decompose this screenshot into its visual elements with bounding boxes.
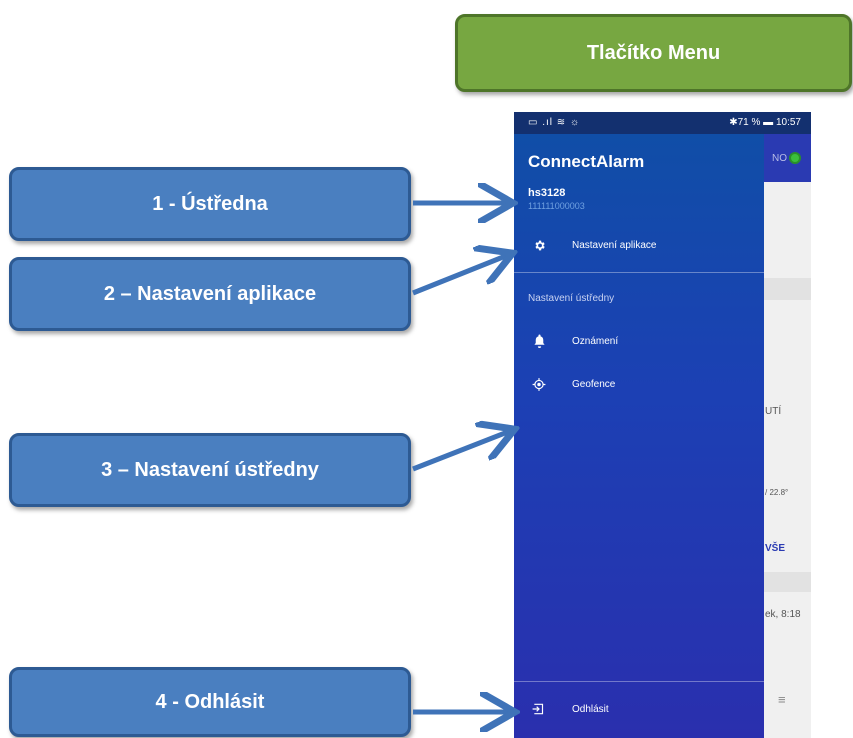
background-text: UTÍ bbox=[765, 406, 782, 417]
menu-item-notifications[interactable]: Oznámení bbox=[514, 327, 764, 355]
navigation-drawer: ConnectAlarm hs3128 111111000003 Nastave… bbox=[514, 112, 764, 738]
callout-logout: 4 - Odhlásit bbox=[9, 667, 411, 737]
menu-item-app-settings[interactable]: Nastavení aplikace bbox=[514, 231, 764, 259]
callout-menu-label: Tlačítko Menu bbox=[586, 41, 721, 64]
menu-item-label: Oznámení bbox=[572, 335, 619, 347]
arrow-app-settings bbox=[412, 255, 508, 296]
background-app bbox=[764, 112, 811, 738]
callout-panel-label: 1 - Ústředna bbox=[152, 192, 268, 215]
callout-panel-settings: 3 – Nastavení ústředny bbox=[9, 433, 411, 507]
divider bbox=[514, 681, 764, 682]
callout-panel-settings-label: 3 – Nastavení ústředny bbox=[101, 458, 319, 481]
status-dot-icon bbox=[789, 152, 801, 164]
callout-menu-button: Tlačítko Menu bbox=[455, 14, 852, 92]
status-battery-time: ✱71 % ▬ 10:57 bbox=[729, 117, 801, 128]
status-icons: ▭ .ıl ≋ ☼ bbox=[528, 117, 581, 128]
background-strip bbox=[764, 572, 811, 592]
callout-app-settings: 2 – Nastavení aplikace bbox=[9, 257, 411, 331]
logout-icon bbox=[532, 702, 546, 716]
menu-item-label: Nastavení aplikace bbox=[572, 239, 657, 251]
menu-item-label: Odhlásit bbox=[572, 703, 609, 715]
background-status-text: NO bbox=[772, 153, 787, 164]
callout-logout-label: 4 - Odhlásit bbox=[155, 690, 265, 713]
menu-item-logout[interactable]: Odhlásit bbox=[514, 695, 764, 723]
panel-name[interactable]: hs3128 bbox=[528, 187, 566, 199]
gear-icon bbox=[532, 238, 546, 252]
menu-item-label: Geofence bbox=[572, 378, 616, 390]
background-strip bbox=[764, 278, 811, 300]
background-app-header: NO bbox=[764, 134, 811, 182]
callout-app-settings-label: 2 – Nastavení aplikace bbox=[103, 282, 317, 305]
panel-id: 111111000003 bbox=[528, 201, 585, 211]
menu-item-geofence[interactable]: Geofence bbox=[514, 370, 764, 398]
background-text[interactable]: VŠE bbox=[765, 543, 786, 554]
section-header: Nastavení ústředny bbox=[528, 293, 615, 304]
status-bar: ▭ .ıl ≋ ☼ ✱71 % ▬ 10:57 bbox=[514, 112, 811, 134]
divider bbox=[514, 272, 764, 273]
bell-icon bbox=[532, 334, 546, 348]
callout-panel: 1 - Ústředna bbox=[9, 167, 411, 241]
arrow-panel-settings bbox=[412, 431, 510, 472]
phone-screen: NO UTÍ / 22.8° VŠE ek, 8:18 ≡ ConnectAla… bbox=[514, 112, 811, 738]
list-menu-icon[interactable]: ≡ bbox=[778, 692, 786, 707]
app-title: ConnectAlarm bbox=[528, 152, 645, 171]
location-target-icon bbox=[532, 377, 546, 391]
background-text: / 22.8° bbox=[765, 488, 789, 497]
background-text: ek, 8:18 bbox=[765, 609, 801, 620]
